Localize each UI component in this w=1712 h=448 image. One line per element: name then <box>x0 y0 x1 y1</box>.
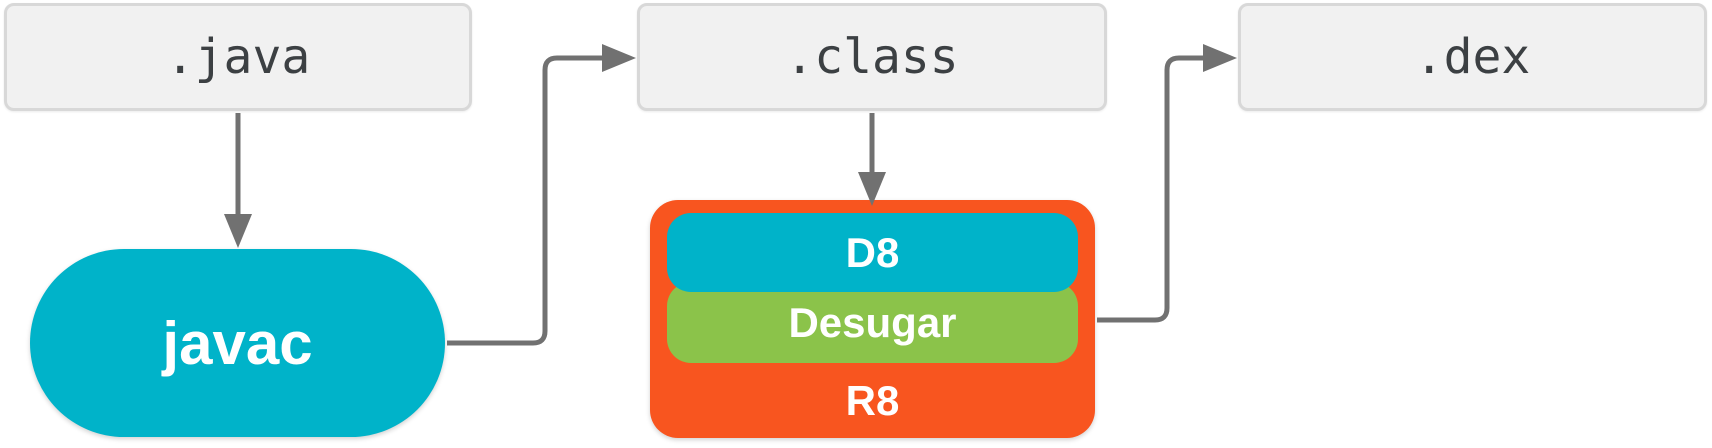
r8-label-row: R8 <box>667 363 1078 438</box>
javac-label: javac <box>162 309 313 377</box>
arrow-class-to-r8-group <box>858 113 886 206</box>
arrowhead-icon <box>1203 44 1237 72</box>
arrow-javac-to-class <box>447 44 636 346</box>
arrowhead-icon <box>602 44 636 72</box>
node-javac: javac <box>30 249 445 437</box>
node-desugar: Desugar <box>667 282 1078 363</box>
arrowhead-icon <box>224 214 252 248</box>
d8-label: D8 <box>845 228 900 276</box>
node-java-file: .java <box>4 3 472 111</box>
arrow-line <box>1097 55 1204 323</box>
node-class-file: .class <box>637 3 1107 111</box>
arrow-r8-group-to-dex <box>1097 44 1237 323</box>
class-file-label: .class <box>785 29 959 85</box>
node-r8-group: D8 Desugar R8 <box>650 200 1095 438</box>
java-file-label: .java <box>165 29 311 85</box>
node-d8: D8 <box>667 213 1078 292</box>
node-dex-file: .dex <box>1238 3 1707 111</box>
arrow-java-to-javac <box>224 113 252 248</box>
desugar-label: Desugar <box>788 298 957 346</box>
r8-label: R8 <box>845 376 900 424</box>
dex-file-label: .dex <box>1414 29 1531 85</box>
